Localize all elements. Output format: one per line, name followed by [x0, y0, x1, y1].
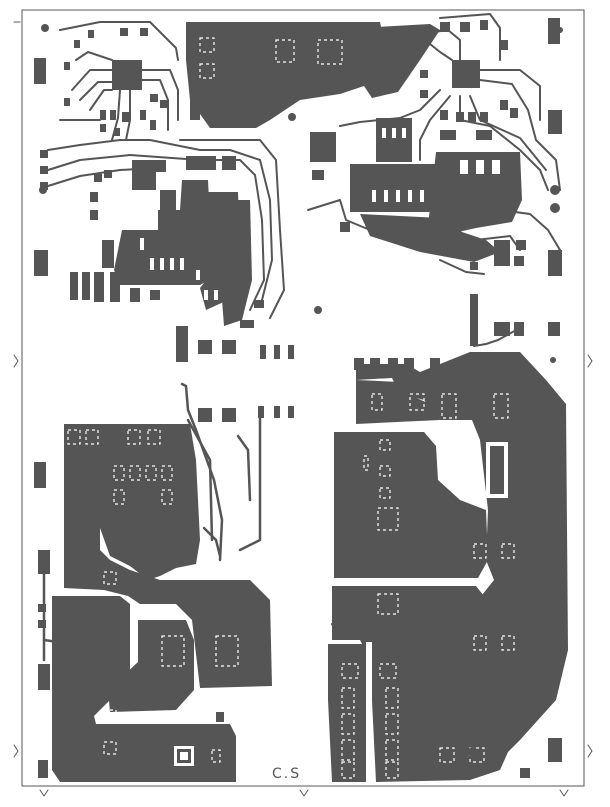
top-right-ic-area: [307, 13, 563, 276]
top-left-ic-area: [34, 21, 285, 319]
top-center-copper-pour: [186, 22, 440, 128]
silkscreen-label: C.S: [272, 766, 301, 782]
center-components: [314, 294, 560, 347]
power-region-left-upper: [70, 160, 294, 362]
ic-chip-right: [452, 60, 480, 88]
ic-chip-left: [112, 60, 142, 90]
bottom-left-power-stage: [34, 382, 294, 782]
edge-marks: [13, 21, 593, 797]
bottom-right-power-stage: [328, 352, 568, 782]
board-outline: [21, 9, 585, 787]
power-region-right-upper: [350, 118, 522, 262]
